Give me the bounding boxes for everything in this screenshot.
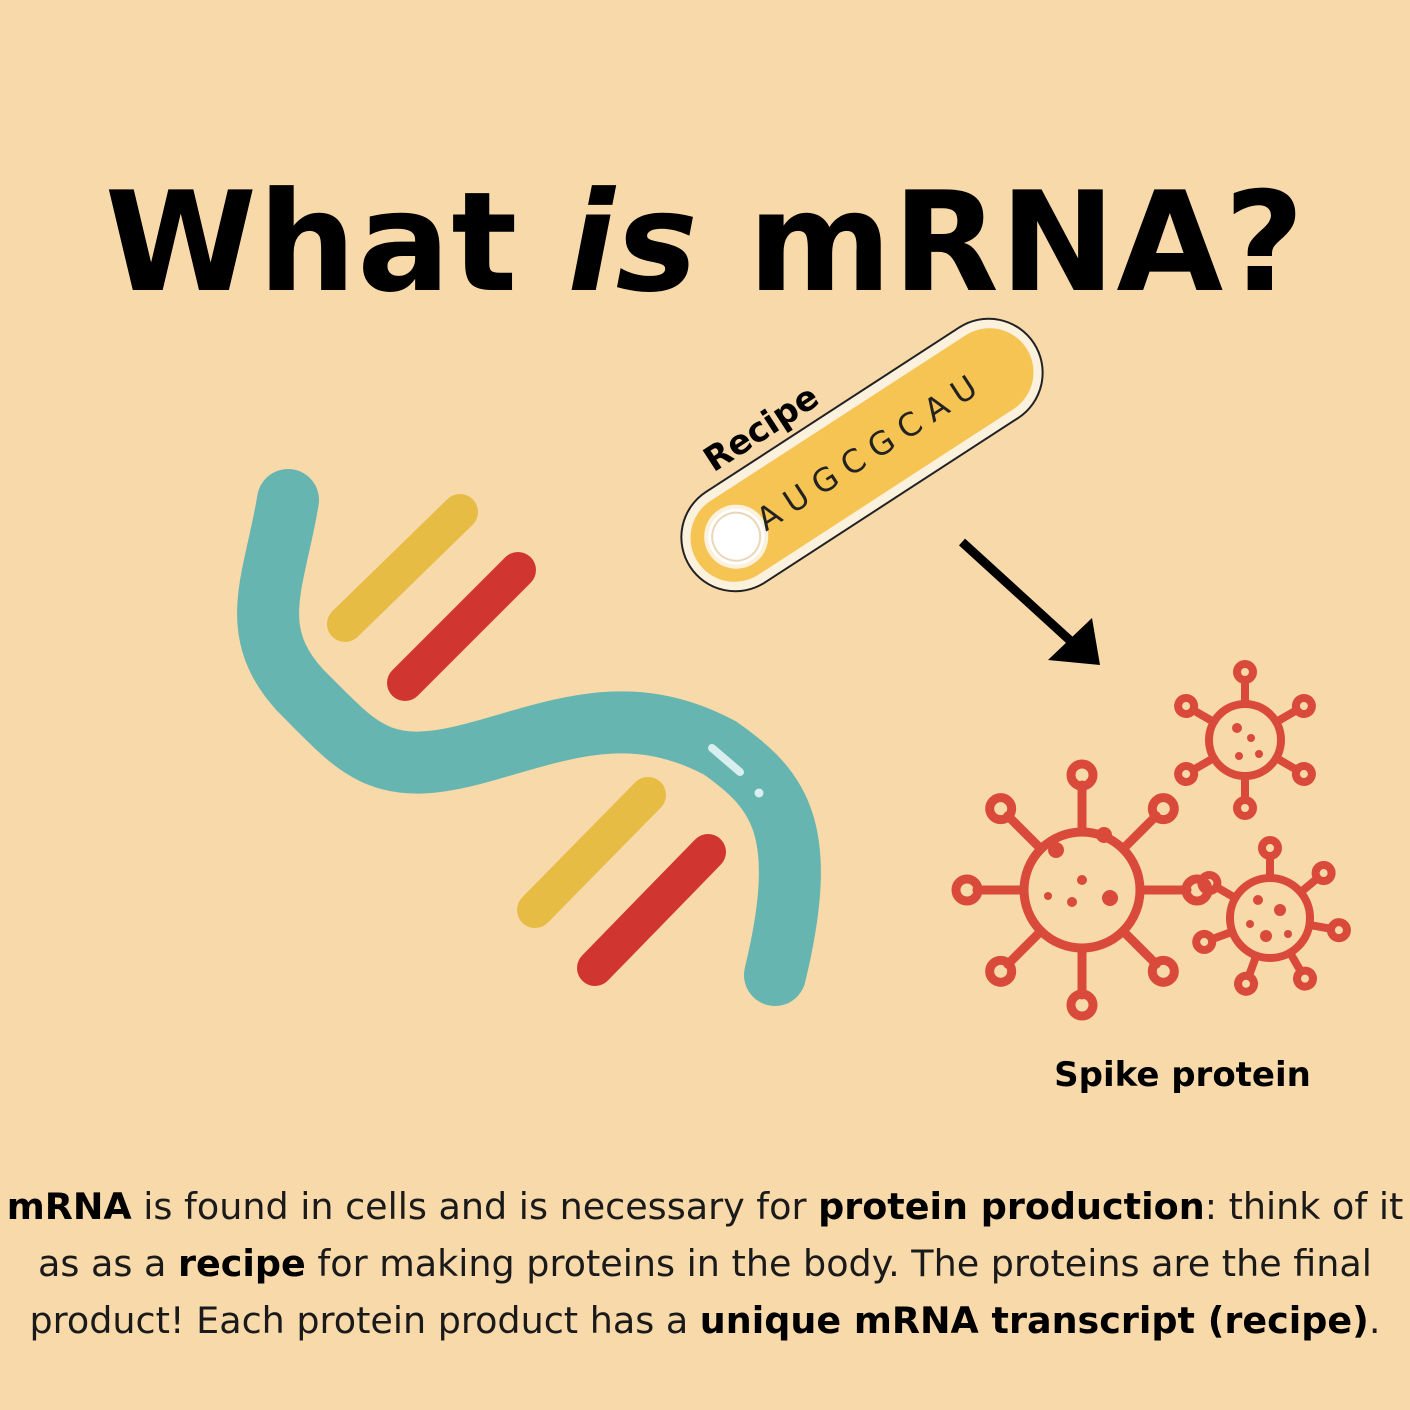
title-part-mrna: mRNA?: [698, 162, 1306, 324]
term-unique-transcript: unique mRNA transcript (recipe): [699, 1299, 1369, 1342]
term-protein-production: protein production: [818, 1185, 1205, 1228]
base-red-top: [387, 552, 536, 701]
description-text: : think of it: [1204, 1185, 1404, 1228]
description-line-1: mRNA is found in cells and is necessary …: [0, 1178, 1410, 1235]
virus-small-top-icon: [1174, 660, 1316, 820]
virus-small-right-icon: [1192, 836, 1351, 996]
title-part-what: What: [104, 162, 568, 324]
dna-strand: [237, 469, 821, 1006]
base-yellow-top: [327, 494, 478, 642]
description-text: for making proteins in the body. The pro…: [305, 1242, 1372, 1285]
virus-large-icon: [951, 759, 1213, 1021]
title-part-is: is: [567, 162, 699, 324]
term-recipe: recipe: [178, 1242, 306, 1285]
page-title: What is mRNA?: [0, 164, 1410, 323]
term-mrna: mRNA: [6, 1185, 132, 1228]
dna-highlight: [708, 744, 744, 776]
description-text: as as a: [38, 1242, 178, 1285]
description-text: .: [1368, 1299, 1381, 1342]
description-text: is found in cells and is necessary for: [131, 1185, 819, 1228]
dna-highlight-dot: [754, 788, 764, 798]
recipe-card: AUGCGCAU Recipe: [680, 317, 1044, 593]
base-red-bottom: [577, 834, 726, 986]
spike-protein-label: Spike protein: [1054, 1055, 1311, 1095]
description-line-2: as as a recipe for making proteins in th…: [0, 1235, 1410, 1292]
base-yellow-bottom: [517, 777, 666, 928]
description-line-3: product! Each protein product has a uniq…: [0, 1292, 1410, 1349]
description-text: product! Each protein product has a: [29, 1299, 700, 1342]
description-paragraph: mRNA is found in cells and is necessary …: [0, 1178, 1410, 1349]
arrow-icon: [958, 538, 1100, 665]
